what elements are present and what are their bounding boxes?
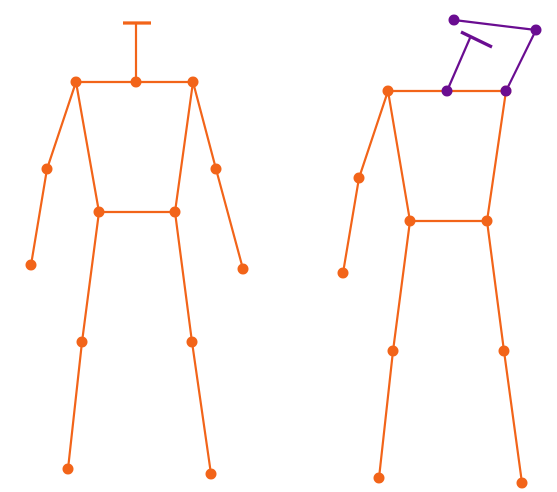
bone-r_shoulder-r_elbow <box>191 80 218 171</box>
handle-top-left-joint <box>448 14 460 26</box>
bone-l_shoulder-l_hip <box>386 89 412 223</box>
handle-attach-joint <box>500 85 512 97</box>
bone-l_shoulder-l_elbow <box>357 89 390 180</box>
handle-t-bar <box>460 30 493 49</box>
joint-r-wrist <box>237 263 249 275</box>
joint-neck <box>130 76 142 88</box>
bone-l_knee-l_ankle <box>377 349 395 480</box>
handle-top-link <box>453 18 537 32</box>
joint-r-knee <box>498 345 510 357</box>
handle-neck-joint <box>441 85 453 97</box>
joint-l-ankle <box>373 472 385 484</box>
handle-side-link <box>505 29 537 92</box>
bone-r_knee-r_ankle <box>190 340 213 476</box>
skeleton-with-handle <box>337 14 542 489</box>
bone-l_hip-l_knee <box>391 219 412 353</box>
joint-l-hip <box>404 215 416 227</box>
joint-l-knee <box>387 345 399 357</box>
joint-l-hip <box>93 206 105 218</box>
joint-r-hip <box>169 206 181 218</box>
joint-l-elbow <box>353 172 365 184</box>
bone-r_knee-r_ankle <box>502 349 524 485</box>
bone-r_elbow-r_wrist <box>214 167 245 271</box>
handle-stem <box>445 37 472 92</box>
handle-top-right-joint <box>530 24 542 36</box>
skeleton-rest-pose <box>25 21 249 480</box>
joint-l-elbow <box>41 163 53 175</box>
joint-r-ankle <box>516 477 528 489</box>
joint-l-shoulder <box>382 85 394 97</box>
joint-l-wrist <box>337 267 349 279</box>
joint-l-wrist <box>25 259 37 271</box>
bone-r_shoulder-r_hip <box>485 89 508 223</box>
joint-r-elbow <box>210 163 222 175</box>
bone-l_shoulder-l_hip <box>74 80 101 214</box>
joint-l-knee <box>76 336 88 348</box>
joint-r-shoulder <box>187 76 199 88</box>
joint-r-knee <box>186 336 198 348</box>
joint-r-ankle <box>205 468 217 480</box>
joint-r-hip <box>481 215 493 227</box>
bone-l_elbow-l_wrist <box>341 176 361 275</box>
bone-r_hip-r_knee <box>173 210 194 344</box>
bone-r_shoulder-r_hip <box>173 80 195 214</box>
bone-l_elbow-l_wrist <box>29 167 49 267</box>
bone-l_knee-l_ankle <box>66 340 84 471</box>
joint-l-ankle <box>62 463 74 475</box>
joint-l-shoulder <box>70 76 82 88</box>
bone-r_hip-r_knee <box>485 219 506 353</box>
bone-l_hip-l_knee <box>80 210 101 344</box>
bone-l_shoulder-l_elbow <box>45 80 78 171</box>
